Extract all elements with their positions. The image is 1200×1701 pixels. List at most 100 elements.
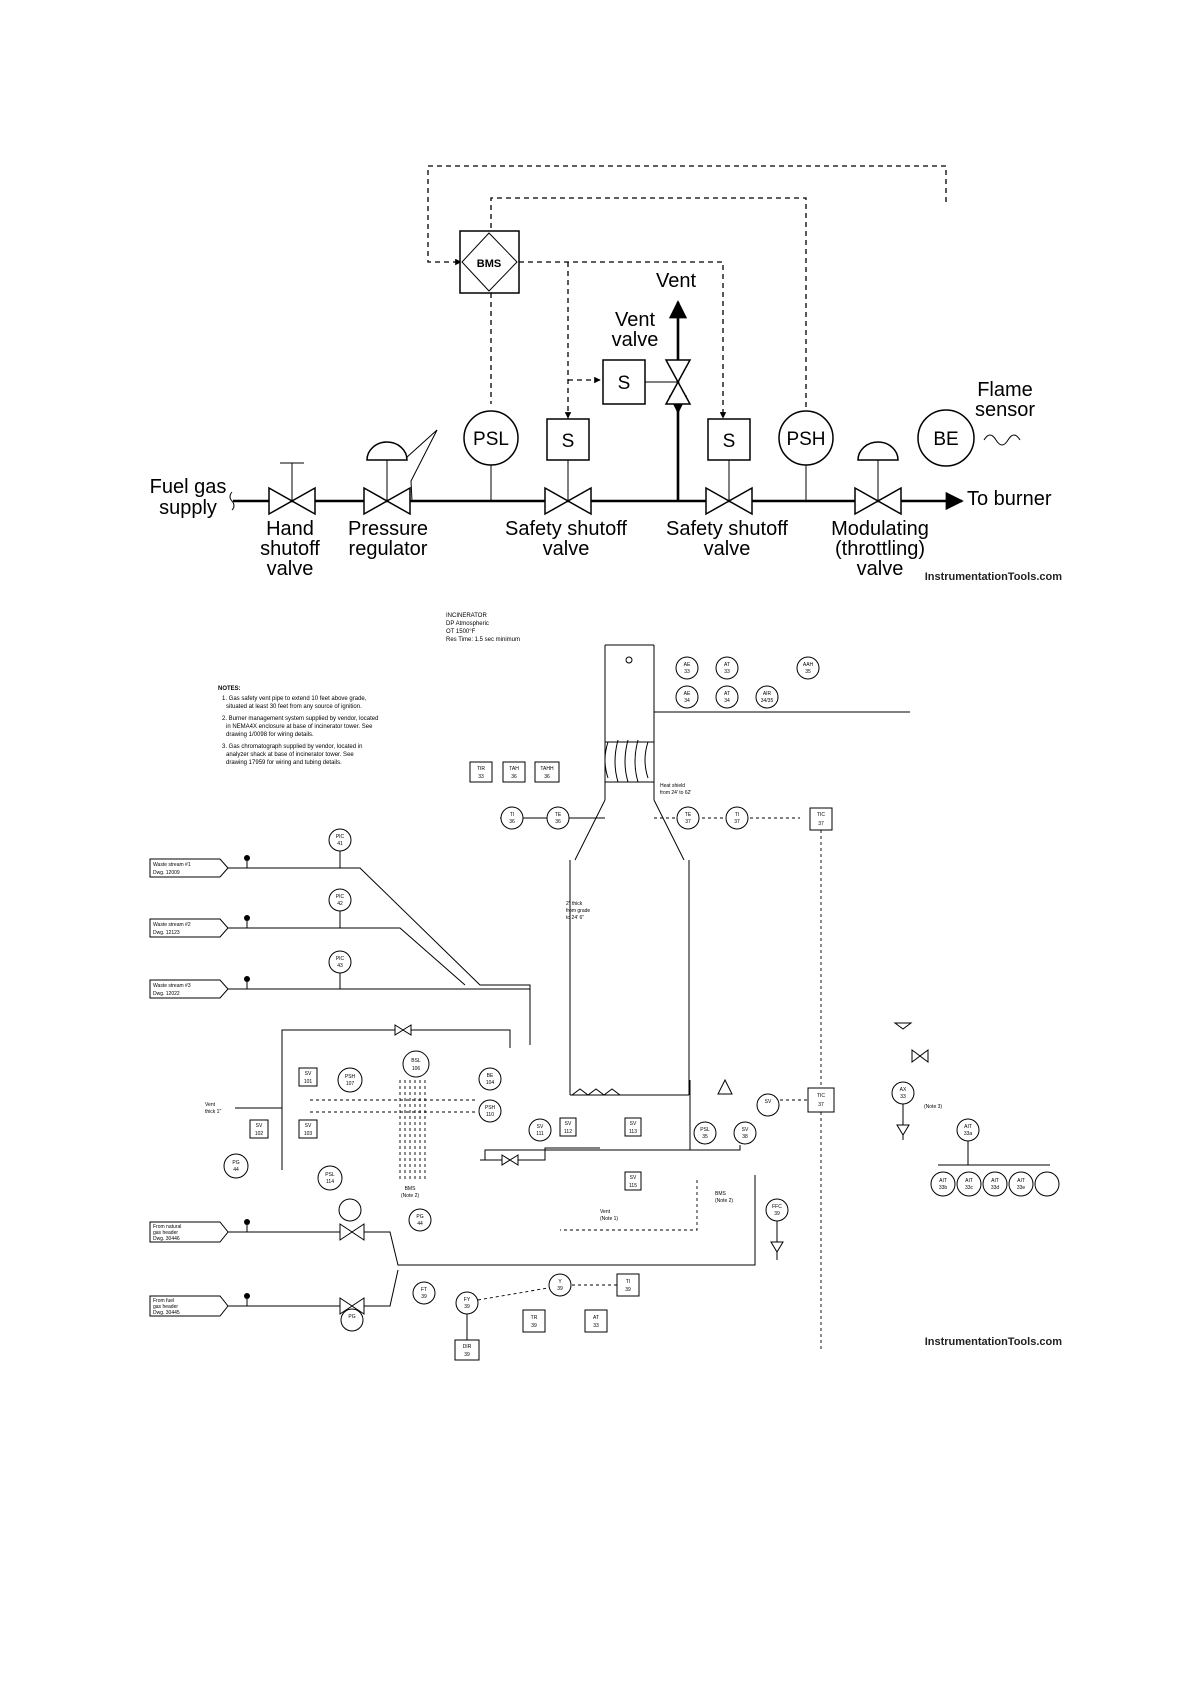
svg-text:AE: AE bbox=[684, 691, 691, 697]
modulating-label-3: valve bbox=[857, 558, 904, 580]
svg-text:TI: TI bbox=[735, 812, 739, 818]
bms-box bbox=[459, 230, 520, 294]
svg-text:to 24' 6": to 24' 6" bbox=[566, 915, 584, 921]
svg-text:Heat shield: Heat shield bbox=[660, 783, 685, 789]
svg-text:106: 106 bbox=[412, 1066, 421, 1072]
svg-text:PIC: PIC bbox=[336, 894, 345, 900]
svg-text:From natural: From natural bbox=[153, 1224, 181, 1230]
be-flame-sensor bbox=[917, 409, 975, 467]
svg-text:102: 102 bbox=[255, 1131, 264, 1137]
svg-text:37: 37 bbox=[734, 819, 740, 825]
svg-text:33e: 33e bbox=[1017, 1185, 1026, 1191]
flame-sensor-signal-line bbox=[427, 165, 947, 266]
svg-text:Dwg. 30446: Dwg. 30446 bbox=[153, 1236, 180, 1242]
svg-text:39: 39 bbox=[531, 1323, 537, 1329]
svg-text:FFC: FFC bbox=[772, 1204, 782, 1210]
svg-text:FY: FY bbox=[464, 1297, 471, 1303]
psl-label: PSL bbox=[473, 429, 509, 450]
svg-text:AIT: AIT bbox=[1017, 1178, 1025, 1184]
hand-shutoff-valve bbox=[268, 462, 316, 516]
svg-text:SV: SV bbox=[765, 1099, 772, 1105]
svg-text:37: 37 bbox=[818, 821, 824, 827]
svg-text:Res Time: 1.5 sec minimum: Res Time: 1.5 sec minimum bbox=[446, 637, 520, 643]
svg-text:115: 115 bbox=[629, 1183, 637, 1189]
svg-text:SV: SV bbox=[305, 1123, 312, 1129]
svg-text:36: 36 bbox=[555, 819, 561, 825]
svg-text:101: 101 bbox=[304, 1079, 313, 1085]
flame-sensor-label-1: Flame bbox=[977, 379, 1033, 401]
svg-text:Waste stream #3: Waste stream #3 bbox=[153, 983, 191, 989]
svg-text:DIR: DIR bbox=[463, 1344, 472, 1350]
regulator-label-2: regulator bbox=[349, 538, 428, 560]
svg-text:SV: SV bbox=[256, 1123, 263, 1129]
svg-text:36: 36 bbox=[509, 819, 515, 825]
svg-text:111: 111 bbox=[536, 1131, 544, 1137]
svg-text:(Note 1): (Note 1) bbox=[600, 1216, 618, 1222]
solenoid-1-label: S bbox=[562, 431, 575, 452]
svg-text:107: 107 bbox=[346, 1081, 355, 1087]
modulating-label-1: Modulating bbox=[831, 518, 929, 540]
to-burner-label: To burner bbox=[967, 488, 1052, 510]
svg-text:34: 34 bbox=[684, 698, 690, 704]
svg-text:INCINERATOR: INCINERATOR bbox=[446, 613, 487, 619]
modulating-valve bbox=[854, 441, 902, 516]
svg-text:37: 37 bbox=[685, 819, 691, 825]
svg-text:(Note 2): (Note 2) bbox=[401, 1193, 419, 1199]
svg-text:BE: BE bbox=[487, 1073, 494, 1079]
regulator-label-1: Pressure bbox=[348, 518, 428, 540]
watermark-2: InstrumentationTools.com bbox=[925, 1336, 1063, 1348]
svg-text:analyzer shack at base of inci: analyzer shack at base of incinerator to… bbox=[226, 752, 354, 758]
svg-text:TIR: TIR bbox=[477, 766, 485, 772]
svg-text:103: 103 bbox=[304, 1131, 313, 1137]
svg-text:Waste stream #1: Waste stream #1 bbox=[153, 862, 191, 868]
svg-text:AIR: AIR bbox=[763, 691, 772, 697]
svg-text:TR: TR bbox=[531, 1315, 538, 1321]
top-analyzer-instruments: AE 33 AT 33 AE 34 AT 34 AIR 34/35 AAH 35 bbox=[675, 656, 820, 709]
incinerator-pid-diagram: INCINERATOR DP Atmospheric OT 1500°F Res… bbox=[149, 613, 1063, 1361]
vent-valve: S bbox=[602, 359, 692, 405]
watermark-1: InstrumentationTools.com bbox=[925, 571, 1063, 583]
fuel-supply-label-2: supply bbox=[159, 497, 217, 519]
svg-text:Dwg. 12123: Dwg. 12123 bbox=[153, 930, 180, 936]
svg-text:FT: FT bbox=[421, 1287, 427, 1293]
svg-text:From fuel: From fuel bbox=[153, 1298, 174, 1304]
safety-shutoff-valve-1: S bbox=[544, 418, 592, 516]
svg-text:39: 39 bbox=[625, 1287, 631, 1293]
svg-text:AIT: AIT bbox=[991, 1178, 999, 1184]
svg-text:gas header: gas header bbox=[153, 1304, 178, 1310]
safety-valve-2-label-2: valve bbox=[704, 538, 751, 560]
svg-text:Dwg. 30445: Dwg. 30445 bbox=[153, 1310, 180, 1316]
ait-analyzers: AIT 33b AIT 33c AIT 33d AIT 33e bbox=[930, 1171, 1060, 1197]
svg-text:(Note 2): (Note 2) bbox=[715, 1198, 733, 1204]
safety-valve-2-label-1: Safety shutoff bbox=[666, 518, 788, 540]
svg-text:Vent: Vent bbox=[600, 1209, 611, 1215]
svg-text:SV: SV bbox=[565, 1121, 572, 1127]
svg-text:from grade: from grade bbox=[566, 908, 590, 914]
solenoid-2-label: S bbox=[723, 431, 736, 452]
svg-text:PG: PG bbox=[416, 1214, 423, 1220]
svg-text:38: 38 bbox=[742, 1134, 748, 1140]
svg-text:113: 113 bbox=[629, 1129, 637, 1135]
svg-text:AAH: AAH bbox=[803, 662, 814, 668]
svg-text:33: 33 bbox=[724, 669, 730, 675]
flame-sensor-label-2: sensor bbox=[975, 399, 1035, 421]
svg-text:PSH: PSH bbox=[345, 1074, 356, 1080]
pressure-regulator bbox=[363, 429, 438, 516]
svg-text:BSL: BSL bbox=[411, 1058, 421, 1064]
svg-text:AIT: AIT bbox=[964, 1124, 972, 1130]
svg-text:34/35: 34/35 bbox=[761, 698, 774, 704]
fuel-headers: From natural gas header Dwg. 30446 From … bbox=[149, 1175, 756, 1332]
svg-text:drawing 1/0098 for wiring deta: drawing 1/0098 for wiring details. bbox=[226, 732, 314, 738]
svg-text:Waste stream #2: Waste stream #2 bbox=[153, 922, 191, 928]
svg-text:33b: 33b bbox=[939, 1185, 948, 1191]
incinerator-stack: Heat shield from 24' to 62' 2" thick fro… bbox=[566, 644, 910, 1096]
svg-text:39: 39 bbox=[421, 1294, 427, 1300]
svg-text:2" thick: 2" thick bbox=[566, 901, 583, 907]
svg-text:(Note 3): (Note 3) bbox=[924, 1104, 942, 1110]
svg-text:39: 39 bbox=[464, 1352, 470, 1358]
svg-text:SV: SV bbox=[742, 1127, 749, 1133]
svg-text:from 24' to 62': from 24' to 62' bbox=[660, 790, 691, 796]
svg-text:33a: 33a bbox=[964, 1131, 973, 1137]
svg-text:33c: 33c bbox=[965, 1185, 974, 1191]
